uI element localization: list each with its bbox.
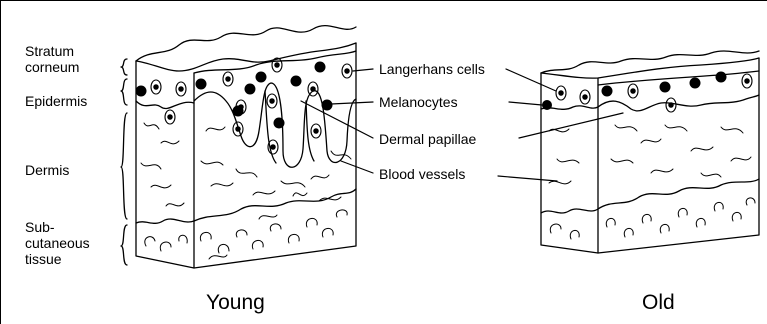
melanocyte [716,72,727,83]
brace-epidermis [121,79,127,105]
young-block-outline [136,43,356,268]
langerhans-cell [311,124,321,138]
young-skin-block [121,26,356,268]
label-epidermis: Epidermis [25,93,87,109]
langerhans-cell [556,86,566,100]
langerhans-cell [267,94,277,108]
langerhans-cell [342,64,352,78]
melanocyte [660,82,671,93]
melanocyte [256,72,267,83]
label-subcutaneous-tissue: Sub- cutaneous tissue [25,219,90,267]
melanocyte [542,100,552,110]
melanocyte [136,86,147,97]
leader-vessels-old [498,176,557,181]
brace-subcut [121,225,127,265]
young-side-epi [136,101,194,109]
melanocyte [274,118,285,129]
melanocyte [315,62,326,73]
langerhans-cell [223,72,233,86]
langerhans-cell [165,110,175,124]
young-stratum-top [136,26,356,61]
leader-langerhans-old [506,69,556,91]
old-side-hypo [541,209,598,213]
langerhans-cell [176,82,186,96]
young-side-hypo [136,219,194,223]
leader-lines [301,69,623,181]
old-fat [550,198,755,239]
langerhans-cell [580,90,590,104]
label-dermal-papillae: Dermal papillae [379,131,476,147]
leader-vessels-young [341,161,373,173]
old-front-epi [598,95,759,111]
old-front-sc [598,71,759,85]
leader-papillae-old [519,113,623,138]
langerhans-cell [742,74,752,88]
old-skin-block [541,51,759,253]
melanocyte [690,78,701,89]
old-block-outline [541,58,759,253]
label-melanocytes: Melanocytes [379,94,458,110]
leader-papillae-young [301,101,373,138]
melanocyte [233,106,244,117]
melanocyte [602,86,613,97]
langerhans-cell [308,82,318,96]
melanocyte [245,84,256,95]
brace-dermis [121,113,127,219]
label-dermis: Dermis [25,162,69,178]
langerhans-cell [272,58,282,72]
langerhans-cell [151,80,161,94]
melanocyte [291,76,302,87]
brace-stratum [121,59,127,75]
label-blood-vessels: Blood vessels [379,166,465,182]
old-vessels [549,125,751,184]
young-front-sc [194,51,356,73]
melanocyte [322,100,333,111]
langerhans-cell [628,84,638,98]
langerhans-cell [666,98,676,112]
langerhans-cell [233,122,243,136]
leader-melanocytes-old [509,102,542,105]
label-langerhans-cells: Langerhans cells [379,61,485,77]
label-stratum-corneum: Stratum corneum [25,43,79,75]
caption-young: Young [206,291,265,315]
old-front-hypo [598,179,759,209]
caption-old: Old [642,291,675,315]
melanocyte [196,79,207,90]
